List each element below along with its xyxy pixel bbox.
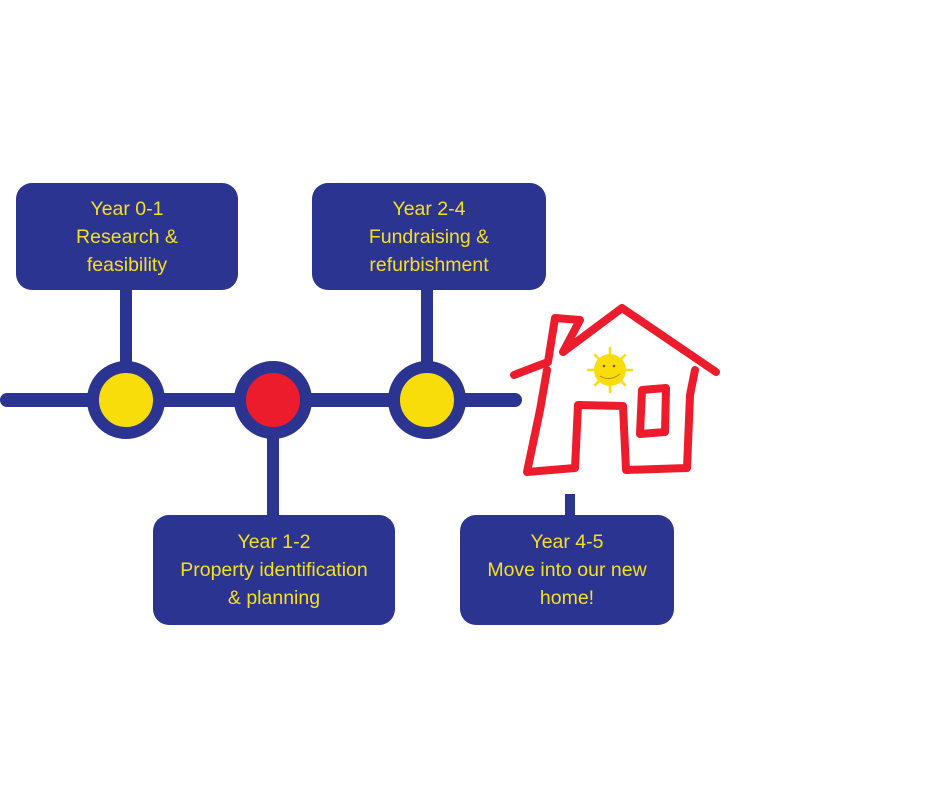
milestone-text: Move into our new — [487, 559, 647, 581]
milestone-year: Year 4-5 — [530, 531, 604, 553]
milestone-text: Research & — [76, 225, 178, 248]
milestone-text: home! — [539, 587, 595, 609]
milestone-box-1: Year 0-1 Research & feasibility — [16, 183, 238, 290]
milestone-text: Property identification — [180, 559, 368, 581]
milestone-box-2: Year 1-2 Property identification & plann… — [153, 515, 395, 625]
stem-2 — [267, 432, 279, 518]
stem-1 — [120, 288, 132, 368]
sun-icon — [586, 346, 634, 394]
milestone-text: refurbishment — [369, 253, 489, 276]
milestone-box-4: Year 4-5 Move into our new home! — [460, 515, 674, 625]
milestone-text: Fundraising & — [368, 225, 490, 248]
milestone-text: & planning — [227, 587, 321, 609]
milestone-year: Year 2-4 — [392, 197, 466, 220]
stem-4 — [565, 494, 575, 518]
milestone-year: Year 0-1 — [90, 197, 164, 220]
milestone-text: feasibility — [86, 253, 168, 276]
stem-3 — [421, 288, 433, 368]
milestone-box-3: Year 2-4 Fundraising & refurbishment — [312, 183, 546, 290]
milestone-year: Year 1-2 — [237, 531, 311, 553]
